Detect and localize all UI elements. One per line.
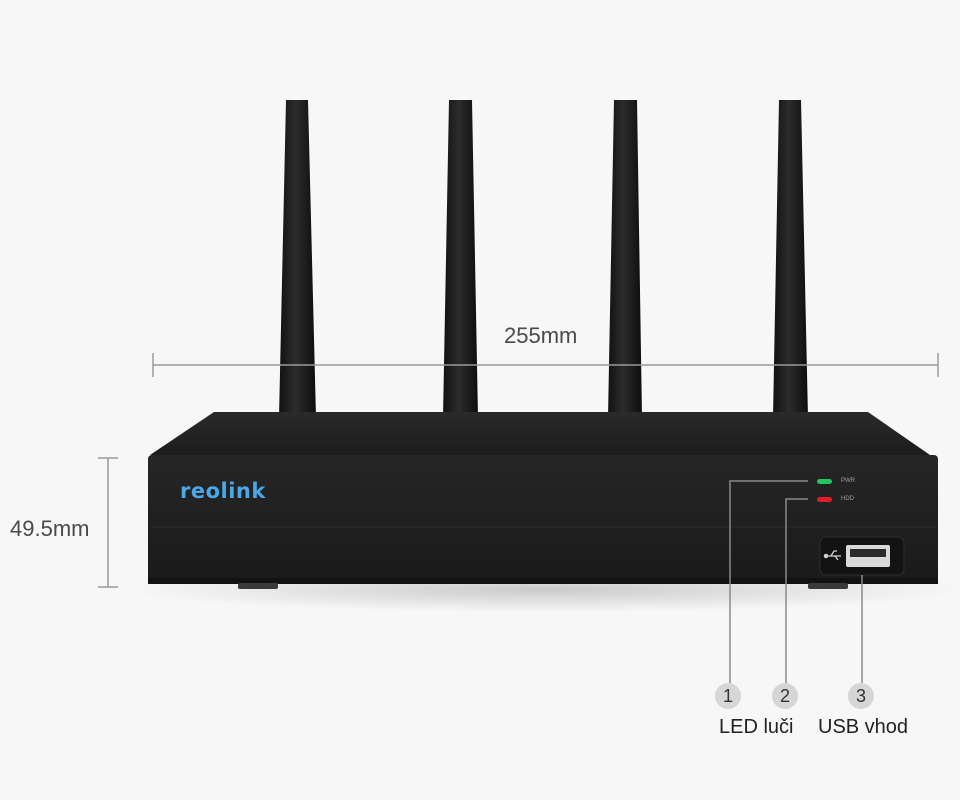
led-hdd-label: HDD — [841, 496, 854, 502]
led-indicators — [817, 479, 832, 502]
led-hdd — [817, 497, 832, 502]
height-dimension-label: 49.5mm — [10, 516, 90, 541]
leader-2 — [785, 498, 808, 683]
callout-number-1: 1 — [715, 683, 741, 709]
brand-logo: reolink — [180, 479, 266, 503]
device-foot-left — [238, 583, 278, 589]
antennas — [279, 100, 808, 418]
height-dimension-line — [98, 457, 118, 588]
usb-port — [819, 536, 905, 576]
leader-1 — [729, 480, 808, 683]
led-pwr — [817, 479, 832, 484]
device-foot-right — [808, 583, 848, 589]
caption-led-lights: LED luči — [719, 716, 794, 738]
antenna-2 — [443, 100, 478, 418]
nvr-body — [148, 412, 938, 589]
antenna-3 — [608, 100, 642, 418]
caption-usb-port: USB vhod — [818, 716, 909, 738]
led-pwr-label: PWR — [841, 478, 855, 484]
usb-icon — [823, 550, 841, 561]
device-front-panel — [148, 455, 938, 583]
width-dimension-line — [152, 353, 939, 377]
device-top-surface — [150, 412, 930, 455]
callout-number-3: 3 — [848, 683, 874, 709]
antenna-4 — [773, 100, 808, 418]
callout-number-2: 2 — [772, 683, 798, 709]
callout-leaders — [729, 480, 863, 683]
antenna-1 — [279, 100, 316, 418]
width-dimension-label: 255mm — [504, 323, 578, 348]
